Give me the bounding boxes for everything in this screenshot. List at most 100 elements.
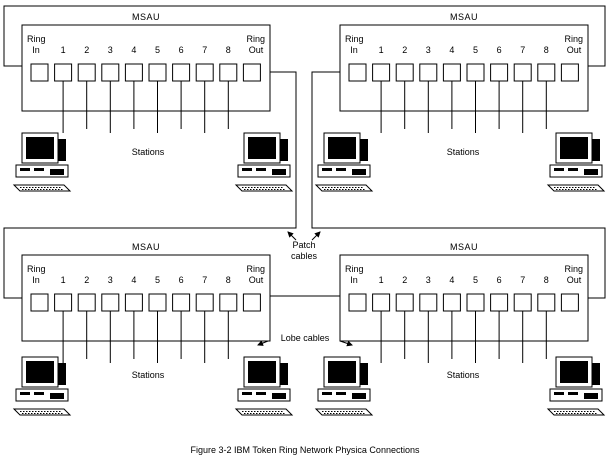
port-number: 4 [449,45,454,55]
patch-cable-left [3,71,297,299]
port-number: 6 [179,275,184,285]
workstation-icon [547,132,605,192]
port-number: 8 [226,45,231,55]
workstation-icon [315,132,373,192]
lobe-port [124,293,143,312]
port-number: 5 [155,45,160,55]
lobe-port [419,63,438,82]
stations-label: Stations [447,370,480,380]
port-number: 3 [426,45,431,55]
ring-in-label: In [350,45,358,55]
port-number: 1 [379,275,384,285]
port-number: 5 [473,45,478,55]
lobe-arrow-left [257,340,269,346]
port-number: 4 [131,45,136,55]
ring-out-label: Out [249,275,264,285]
msau-title: MSAU [450,242,478,252]
workstation-icon [547,356,605,416]
port-number: 7 [202,45,207,55]
ring-out-label: Ring [246,34,265,44]
workstation-icon [235,356,293,416]
ring-in-label: Ring [27,34,46,44]
ring-in-port [30,63,49,82]
ring-out-port [560,293,579,312]
port-number: 3 [108,275,113,285]
lobe-port [148,63,167,82]
lobe-port [124,63,143,82]
lobe-port [395,293,414,312]
port-number: 5 [473,275,478,285]
lobe-port [54,63,73,82]
lobe-port [490,293,509,312]
port-number: 6 [179,45,184,55]
port-number: 6 [497,45,502,55]
patch-arrow-right [311,231,321,241]
ring-in-port [348,63,367,82]
port-number: 1 [61,275,66,285]
ring-in-label: In [350,275,358,285]
lobe-port [101,63,120,82]
ring-out-label: Out [249,45,264,55]
lobe-port [372,63,391,82]
lobe-port [77,293,96,312]
msau-title: MSAU [132,242,160,252]
ring-cable-top-left-in [3,5,606,67]
lobe-port [537,293,556,312]
lobe-cables-label: Lobe cables [281,333,330,343]
lobe-port [219,63,238,82]
workstation-icon [315,356,373,416]
ring-out-port [560,63,579,82]
lobe-port [77,63,96,82]
lobe-port [513,293,532,312]
ring-in-label: Ring [27,264,46,274]
lobe-port [148,293,167,312]
ring-out-label: Out [567,275,582,285]
ring-in-label: Ring [345,264,364,274]
lobe-port [466,63,485,82]
stations-label: Stations [447,147,480,157]
lobe-port [195,63,214,82]
lobe-port [395,63,414,82]
ring-out-port [242,293,261,312]
port-number: 8 [544,45,549,55]
patch-cable-right [311,71,606,299]
port-number: 4 [449,275,454,285]
lobe-port [490,63,509,82]
port-number: 5 [155,275,160,285]
lobe-port [219,293,238,312]
port-number: 6 [497,275,502,285]
ring-out-label: Out [567,45,582,55]
port-number: 2 [84,275,89,285]
port-number: 2 [84,45,89,55]
ring-out-label: Ring [564,34,583,44]
port-number: 8 [226,275,231,285]
lobe-port [172,293,191,312]
msau-title: MSAU [132,12,160,22]
lobe-port [172,63,191,82]
patch-arrow-left [287,231,297,241]
stations-label: Stations [132,370,165,380]
ring-in-label: In [32,275,40,285]
msau-title: MSAU [450,12,478,22]
ring-in-port [348,293,367,312]
port-number: 7 [520,45,525,55]
stations-label: Stations [132,147,165,157]
lobe-port [466,293,485,312]
ring-out-port [242,63,261,82]
figure-caption: Figure 3-2 IBM Token Ring Network Physic… [191,445,420,455]
lobe-port [442,63,461,82]
workstation-icon [13,356,71,416]
workstation-icon [13,132,71,192]
lobe-port [419,293,438,312]
lobe-port [372,293,391,312]
lobe-port [195,293,214,312]
ring-out-label: Ring [246,264,265,274]
ring-in-label: Ring [345,34,364,44]
lobe-port [54,293,73,312]
